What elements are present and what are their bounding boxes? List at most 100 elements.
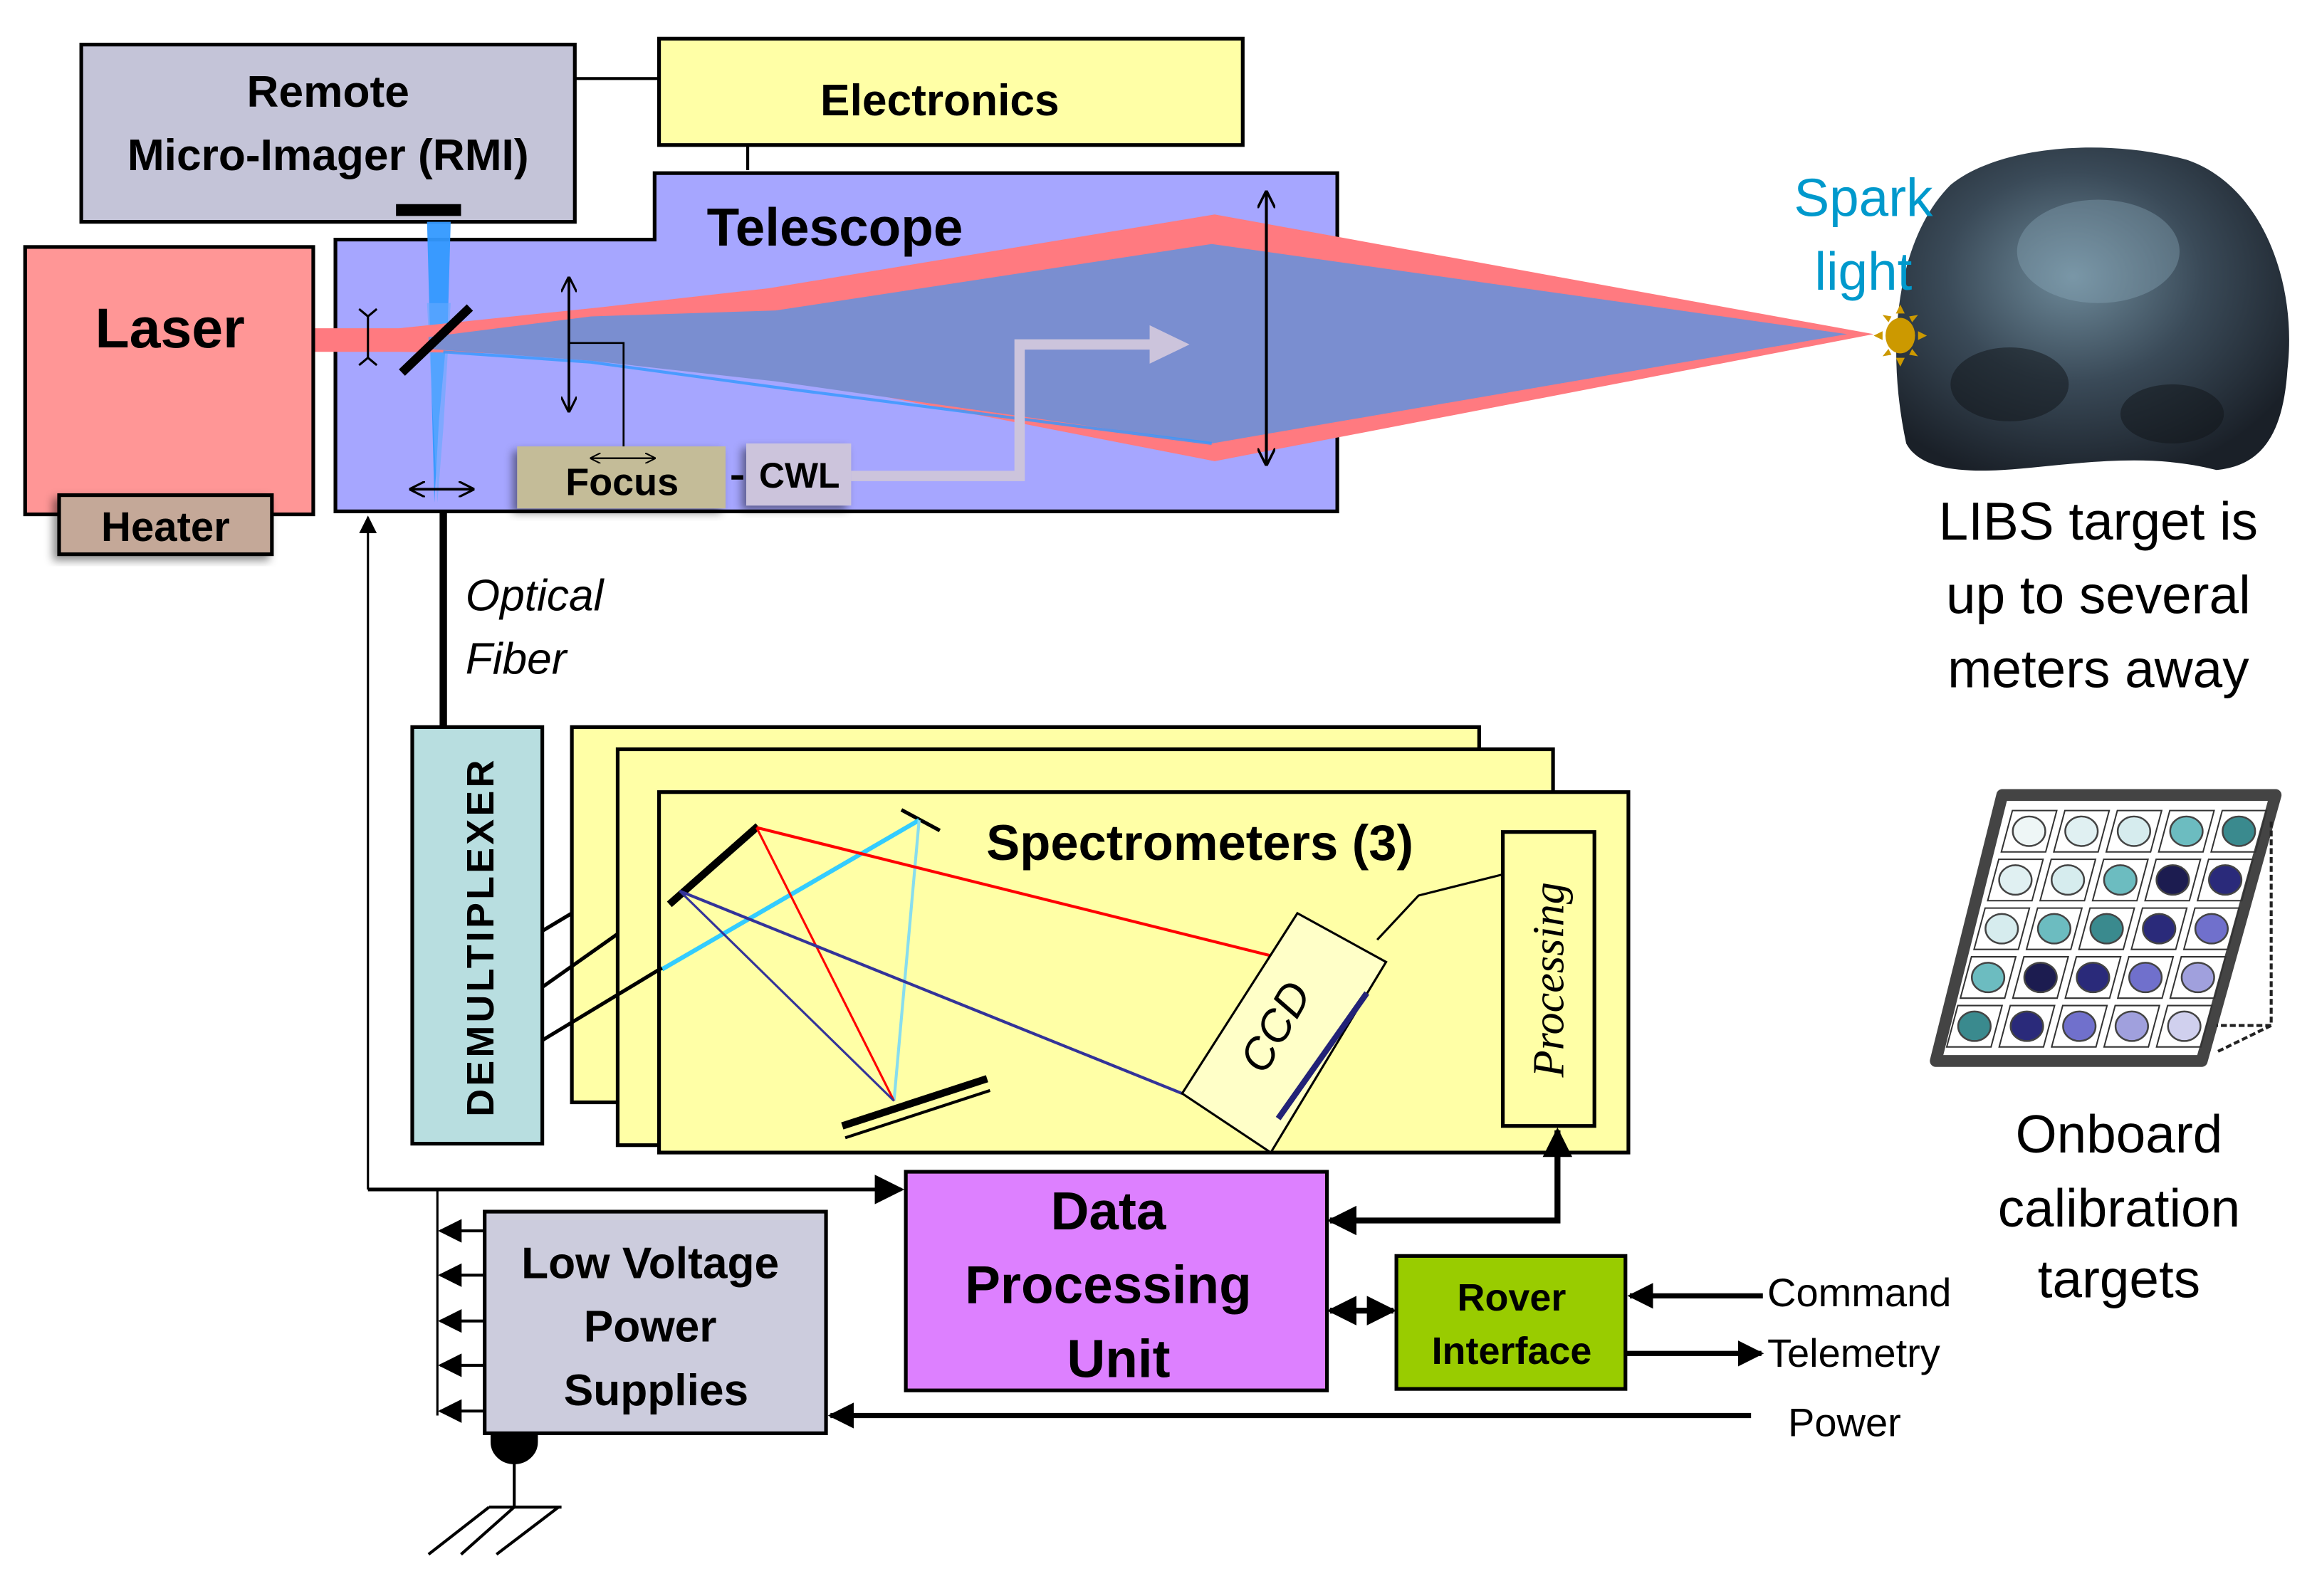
spark-light-label-2: light (1814, 241, 1912, 301)
laser-label: Laser (95, 297, 244, 359)
calibration-well-frame (2130, 907, 2188, 950)
calibration-well-frame (2155, 1004, 2213, 1048)
cwl-block[interactable]: CWL (746, 443, 852, 506)
demux-link-3 (541, 966, 664, 1042)
calibration-target-sample (2180, 962, 2215, 994)
heater-block[interactable]: Heater (57, 493, 274, 557)
focus-linkage (568, 342, 625, 458)
calibration-well-frame (1959, 956, 2017, 999)
telescope-label: Telescope (707, 197, 963, 257)
calibration-target-sample (2103, 864, 2138, 896)
calibration-well-frame (2105, 809, 2163, 853)
demultiplexer-block[interactable]: DEMULTIPLEXER (410, 725, 545, 1146)
lvps-label-3: Supplies (564, 1366, 748, 1415)
calibration-well-frame (2000, 809, 2058, 853)
libs-target-label-2: up to several (1946, 565, 2251, 625)
optical-fiber-label-1: Optical (466, 571, 605, 620)
calibration-well-frame (1987, 859, 2044, 902)
rover-interface-label-2: Interface (1432, 1330, 1592, 1372)
command-label: Command (1767, 1270, 1951, 1315)
ccd-sensor-icon (1275, 991, 1370, 1120)
spark-light-label-1: Spark (1794, 167, 1933, 227)
calibration-well-frame (2091, 859, 2149, 902)
calibration-target-sample (2142, 913, 2177, 945)
rmi-detector-icon (396, 204, 461, 216)
processing-block[interactable]: Processing (1500, 830, 1596, 1128)
calibration-well-frame (2169, 956, 2227, 999)
calibration-label-3: targets (2038, 1249, 2200, 1308)
electronics-block[interactable]: Electronics (657, 36, 1245, 147)
calibration-well-frame (2025, 907, 2083, 950)
calibration-well-frame (2051, 1004, 2108, 1048)
calibration-label-2: calibration (1998, 1178, 2240, 1238)
electronics-label: Electronics (820, 76, 1060, 125)
calibration-target-sample (2208, 864, 2243, 896)
calibration-target-sample (2051, 864, 2086, 896)
dpu-label-2: Processing (965, 1255, 1252, 1315)
calibration-well-frame (2103, 1004, 2161, 1048)
demultiplexer-label: DEMULTIPLEXER (459, 757, 502, 1116)
calibration-target-sample (2064, 815, 2099, 847)
calibration-target-sample (2155, 864, 2190, 896)
calibration-target-sample (2222, 815, 2256, 847)
dpu-block[interactable]: Data Processing Unit (904, 1170, 1329, 1392)
rmi-return-edge (443, 350, 1212, 445)
calibration-target-sample (2089, 913, 2124, 945)
calibration-well-frame (1973, 907, 2031, 950)
optical-fiber-label-2: Fiber (466, 635, 568, 684)
calibration-target-sample (2023, 962, 2058, 994)
lvps-block[interactable]: Low Voltage Power Supplies (483, 1209, 828, 1435)
dichroic-mirror-icon (399, 304, 474, 376)
spectrometers-label: Spectrometers (3) (986, 814, 1413, 871)
rover-interface-block[interactable]: Rover Interface (1394, 1254, 1628, 1391)
calibration-target-sample (2116, 815, 2152, 847)
calibration-well-frame (2039, 859, 2097, 902)
libs-target-label-1: LIBS target is (1939, 491, 2258, 551)
diverging-lens-icon (358, 308, 378, 367)
blue-ray-ccd (679, 889, 1183, 1095)
ccd-processing-link (1376, 873, 1502, 941)
fold-mirror-icon (900, 808, 941, 832)
rover-interface-label-1: Rover (1458, 1276, 1567, 1319)
dpu-label-1: Data (1050, 1181, 1166, 1241)
calibration-well-frame (2210, 809, 2268, 853)
blue-ray-down (679, 890, 895, 1102)
calibration-target-sample (2114, 1010, 2149, 1042)
dpu-processing-link (1327, 1127, 1573, 1236)
calibration-well-frame (2053, 809, 2111, 853)
rmi-label-1: Remote (247, 68, 409, 117)
calibration-well-frame (2182, 907, 2241, 950)
calibration-well-frame (2116, 956, 2175, 999)
power-label: Power (1788, 1400, 1901, 1445)
calibration-target-sample (2194, 913, 2229, 945)
calibration-well-frame (2078, 907, 2135, 950)
heater-label: Heater (101, 504, 230, 550)
processing-label: Processing (1525, 882, 1574, 1078)
calibration-grid (1945, 809, 2268, 1048)
spark-icon (1873, 304, 1928, 367)
focus-block[interactable]: Focus (517, 446, 726, 509)
calibration-well-frame (2158, 809, 2215, 853)
laser-block[interactable]: Laser (23, 245, 315, 517)
calibration-target-sample (2169, 815, 2204, 847)
telemetry-label: Telemetry (1767, 1330, 1940, 1375)
calibration-well-frame (2012, 956, 2069, 999)
rock-target-image (1896, 147, 2289, 471)
focus-label: Focus (565, 461, 679, 504)
calibration-target-sample (2128, 962, 2163, 994)
lvps-label-2: Power (584, 1303, 717, 1352)
calibration-target-sample (1998, 864, 2033, 896)
calibration-target-sample (1984, 913, 2019, 945)
calibration-well-frame (2064, 956, 2122, 999)
demux-link-2 (541, 932, 619, 989)
rmi-block[interactable]: Remote Micro-Imager (RMI) (79, 43, 577, 224)
calibration-well-frame (2196, 859, 2254, 902)
calibration-target-sample (1957, 1010, 1992, 1042)
cwl-label: CWL (759, 456, 840, 495)
spectrometer-block[interactable]: Spectrometers (3) (657, 790, 1631, 1155)
calibration-label-1: Onboard (2016, 1104, 2223, 1164)
calibration-target-sample (2062, 1010, 2097, 1042)
cwl-light-path (851, 339, 1153, 481)
calibration-well-frame (1998, 1004, 2056, 1048)
